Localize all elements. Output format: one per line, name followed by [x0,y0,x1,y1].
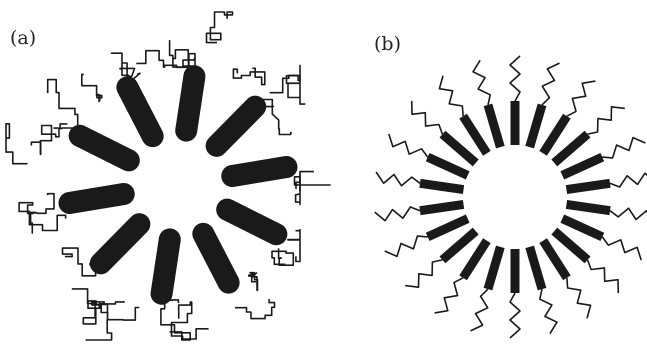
zigzag-tail [389,134,428,157]
rod [554,134,587,163]
coiled-chain [270,65,300,92]
coiled-chain [207,12,233,43]
coiled-chain [235,299,275,319]
zigzag-tail [540,289,557,334]
zigzag-tail [588,260,619,293]
coiled-chain [82,74,102,101]
coiled-chain [249,273,258,291]
zigzag-tail [510,56,520,101]
zigzag-tail [473,60,490,105]
rod [566,183,610,189]
rod [127,87,152,136]
rod [162,239,170,293]
coiled-chain [233,68,264,84]
rod [554,231,587,260]
zigzag-tail [405,260,442,287]
coiled-chain [170,40,195,67]
zigzag-tail [435,278,464,313]
rod [488,247,500,289]
rod [463,116,487,153]
coiled-chain [31,126,59,155]
zigzag-tail [602,138,645,158]
coiled-chain [136,51,194,68]
panel-b-rods [420,101,610,293]
zigzag-tail [412,101,443,134]
rod [442,134,475,163]
zigzag-tail [471,289,489,331]
rod [217,107,256,146]
zigzag-tail [567,278,591,319]
rod [488,105,500,147]
rod [530,105,542,147]
zigzag-tail [610,173,647,187]
coiled-chain [287,76,306,104]
rod [543,116,567,153]
rod [80,136,129,161]
zigzag-tail [385,236,428,256]
panel-a: (a) [6,12,331,340]
coiled-chain [83,302,125,324]
zigzag-tail [376,172,420,186]
zigzag-tail [375,207,420,221]
rod [420,183,464,189]
rod [428,157,468,175]
rod [227,210,276,235]
zigzag-tail [610,208,647,222]
panel-b: (b) [374,33,647,338]
rod [463,241,487,278]
rod [69,194,123,203]
zigzag-tail [602,237,641,260]
rod [420,204,464,210]
coiled-chain [161,300,190,340]
rod [428,219,468,237]
zigzag-tail [567,81,596,116]
rod [566,204,610,210]
rod [562,157,602,175]
rod [186,76,194,130]
rod [101,224,140,263]
panel-b-tails [375,56,647,338]
rod [530,247,542,289]
zigzag-tail [439,76,463,117]
rod [562,219,602,237]
rod [232,167,286,176]
zigzag-tail [588,107,625,134]
coiled-chain [6,124,28,164]
coiled-chain [19,203,66,231]
rod [543,241,567,278]
coiled-chain [72,289,104,308]
coiled-chain [48,80,78,129]
rod [203,234,228,283]
panel-a-rods [69,76,286,294]
zigzag-tail [510,293,520,338]
zigzag-tail [542,63,560,105]
rod [442,231,475,260]
panel-a-label: (a) [10,27,36,49]
coiled-chain [272,248,293,265]
panel-b-label: (b) [374,33,401,55]
